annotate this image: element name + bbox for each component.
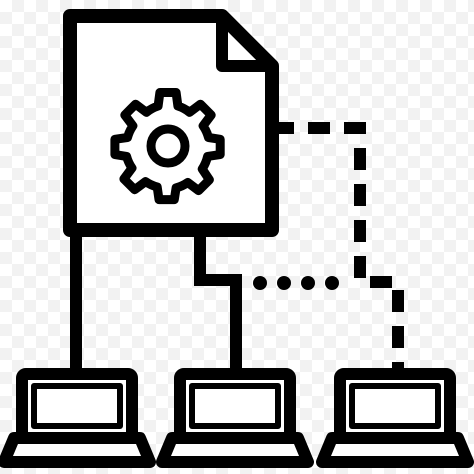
gear-icon — [110, 87, 225, 205]
connector-line-middle — [194, 230, 242, 368]
connector-dotted — [253, 276, 339, 290]
laptop-icon-middle — [156, 368, 314, 468]
connector-dashed-right — [272, 122, 404, 368]
laptop-icon-right — [316, 368, 474, 468]
laptop-icon-left — [0, 368, 156, 468]
